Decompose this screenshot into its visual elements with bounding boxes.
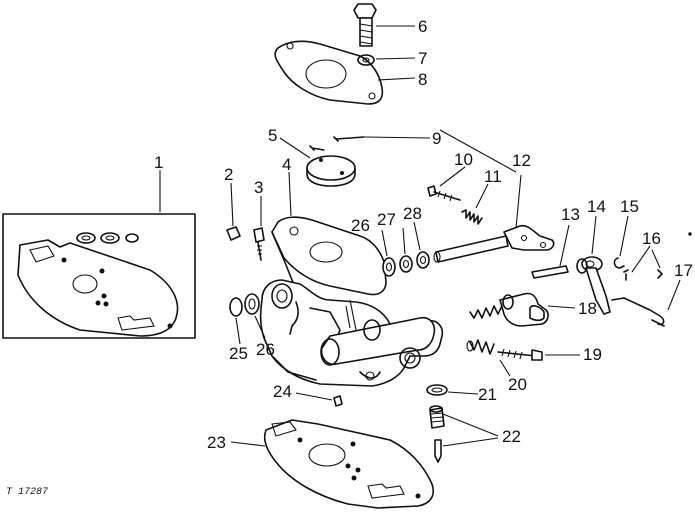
carburetor-body xyxy=(259,279,444,387)
callout-15: 15 xyxy=(620,197,639,216)
figure-reference: T 17287 xyxy=(6,487,48,498)
callout-18: 18 xyxy=(578,299,597,318)
callout-1: 1 xyxy=(154,153,163,172)
callout-8: 8 xyxy=(418,70,427,89)
callout-14: 14 xyxy=(587,197,606,216)
flange-gasket xyxy=(274,40,384,105)
pin xyxy=(531,265,569,279)
callout-16: 16 xyxy=(642,229,661,248)
washer xyxy=(357,54,375,66)
callout-9: 9 xyxy=(432,129,441,148)
callout-numbers: 1 2 3 4 5 6 7 8 9 10 11 12 13 14 15 16 1… xyxy=(154,17,693,452)
callout-4: 4 xyxy=(282,155,291,174)
choke-assembly xyxy=(469,292,549,327)
callout-27: 27 xyxy=(377,210,396,229)
bottom-gasket xyxy=(263,419,434,509)
expansion-plug xyxy=(229,297,243,317)
callout-13: 13 xyxy=(561,205,580,224)
adjusting-screw xyxy=(497,348,543,361)
leader-lines xyxy=(159,25,681,447)
small-screw xyxy=(333,395,343,407)
callout-19: 19 xyxy=(583,345,602,364)
callout-2: 2 xyxy=(224,165,233,184)
callout-11: 11 xyxy=(484,167,502,186)
callout-26-right: 26 xyxy=(351,216,370,235)
shaft-spring xyxy=(461,209,483,225)
scan-dot xyxy=(688,232,692,236)
gasket-kit-box xyxy=(2,213,196,339)
bolt xyxy=(353,3,377,47)
inlet-valve xyxy=(429,405,445,429)
callout-24: 24 xyxy=(273,382,292,401)
seal-right xyxy=(382,257,396,277)
cover-plate xyxy=(306,155,356,187)
cotter-pins xyxy=(625,269,663,281)
washer-27 xyxy=(399,255,413,273)
seal-left xyxy=(244,293,260,315)
callout-21: 21 xyxy=(478,385,497,404)
callout-7: 7 xyxy=(418,49,427,68)
link-rod xyxy=(611,297,665,327)
callout-6: 6 xyxy=(418,17,427,36)
callout-23: 23 xyxy=(207,433,226,452)
cover-screws xyxy=(309,136,365,151)
callout-12: 12 xyxy=(512,151,531,170)
callout-26-left: 26 xyxy=(256,340,275,359)
needle-screw xyxy=(253,227,265,261)
callout-3: 3 xyxy=(254,178,263,197)
shaft-screw xyxy=(427,185,461,202)
callout-10: 10 xyxy=(454,150,473,169)
callout-20: 20 xyxy=(508,375,527,394)
inlet-needle xyxy=(434,439,442,463)
callout-5: 5 xyxy=(268,126,277,145)
adjusting-spring xyxy=(466,339,495,355)
throttle-shaft xyxy=(433,224,555,263)
retaining-clip xyxy=(613,257,629,273)
callout-17: 17 xyxy=(674,261,693,280)
seat-washer xyxy=(426,384,448,396)
callout-28: 28 xyxy=(403,204,422,223)
callout-22: 22 xyxy=(502,427,521,446)
throttle-lever xyxy=(576,256,611,315)
callout-25: 25 xyxy=(229,344,248,363)
plug xyxy=(226,226,241,241)
washer-28 xyxy=(416,251,430,269)
